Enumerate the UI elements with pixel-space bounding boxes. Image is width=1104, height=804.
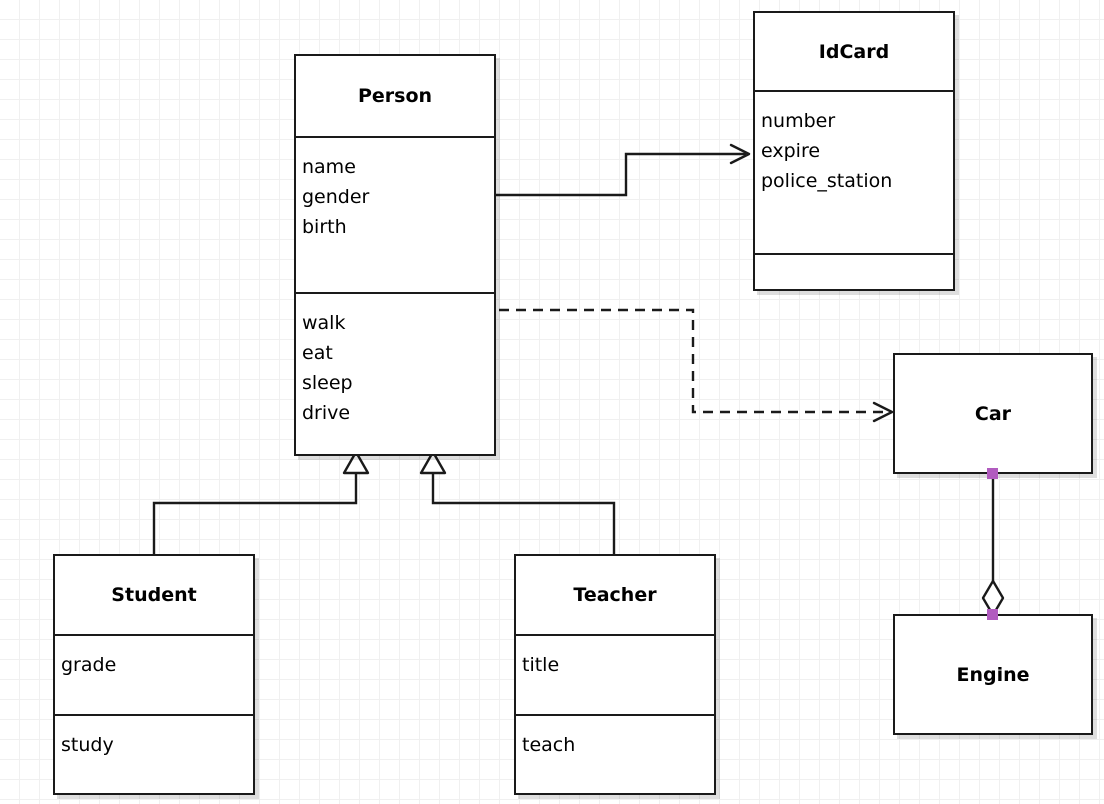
attribute-item: police_station (761, 170, 893, 193)
class-attributes-student: grade (55, 634, 253, 714)
attribute-item: expire (761, 140, 821, 163)
class-name-teacher: Teacher (573, 584, 657, 606)
class-name-student: Student (111, 584, 197, 606)
edge-person-car[interactable] (499, 308, 894, 423)
class-name-car: Car (974, 402, 1012, 425)
attribute-item: gender (302, 186, 370, 209)
class-name-idcard: IdCard (818, 40, 890, 63)
aggregation-handle-engine-end[interactable] (987, 609, 998, 620)
class-box-engine[interactable]: Engine (893, 614, 1093, 735)
edge-teacher-person[interactable] (419, 450, 616, 554)
attribute-item: number (761, 110, 836, 132)
class-attributes-teacher: title (516, 634, 714, 714)
class-name-person: Person (357, 85, 433, 107)
attribute-item: name (302, 156, 356, 178)
method-item: sleep (302, 372, 353, 395)
class-methods-person: walk eat sleep drive (296, 292, 494, 454)
edge-student-person[interactable] (152, 450, 370, 554)
method-item: eat (302, 342, 333, 365)
method-item: walk (302, 312, 346, 334)
class-box-idcard[interactable]: IdCard number expire police_station (753, 11, 955, 291)
method-item: study (61, 734, 114, 756)
class-box-person[interactable]: Person name gender birth walk eat sleep … (294, 54, 496, 456)
method-item: drive (302, 402, 351, 425)
class-methods-teacher: teach (516, 714, 714, 793)
edge-person-idcard[interactable] (496, 143, 751, 197)
attribute-item: birth (302, 216, 347, 239)
class-name-engine: Engine (956, 663, 1030, 686)
attribute-item: grade (61, 654, 117, 676)
class-attributes-idcard: number expire police_station (755, 90, 953, 253)
class-box-car[interactable]: Car (893, 353, 1093, 474)
class-box-teacher[interactable]: Teacher title teach (514, 554, 716, 795)
method-item: teach (522, 734, 576, 756)
aggregation-handle-car-end[interactable] (987, 468, 998, 479)
class-methods-idcard (755, 253, 953, 289)
attribute-item: title (522, 654, 560, 676)
edge-car-engine[interactable] (981, 474, 1005, 617)
class-attributes-person: name gender birth (296, 136, 494, 292)
class-box-student[interactable]: Student grade study (53, 554, 255, 795)
class-methods-student: study (55, 714, 253, 793)
